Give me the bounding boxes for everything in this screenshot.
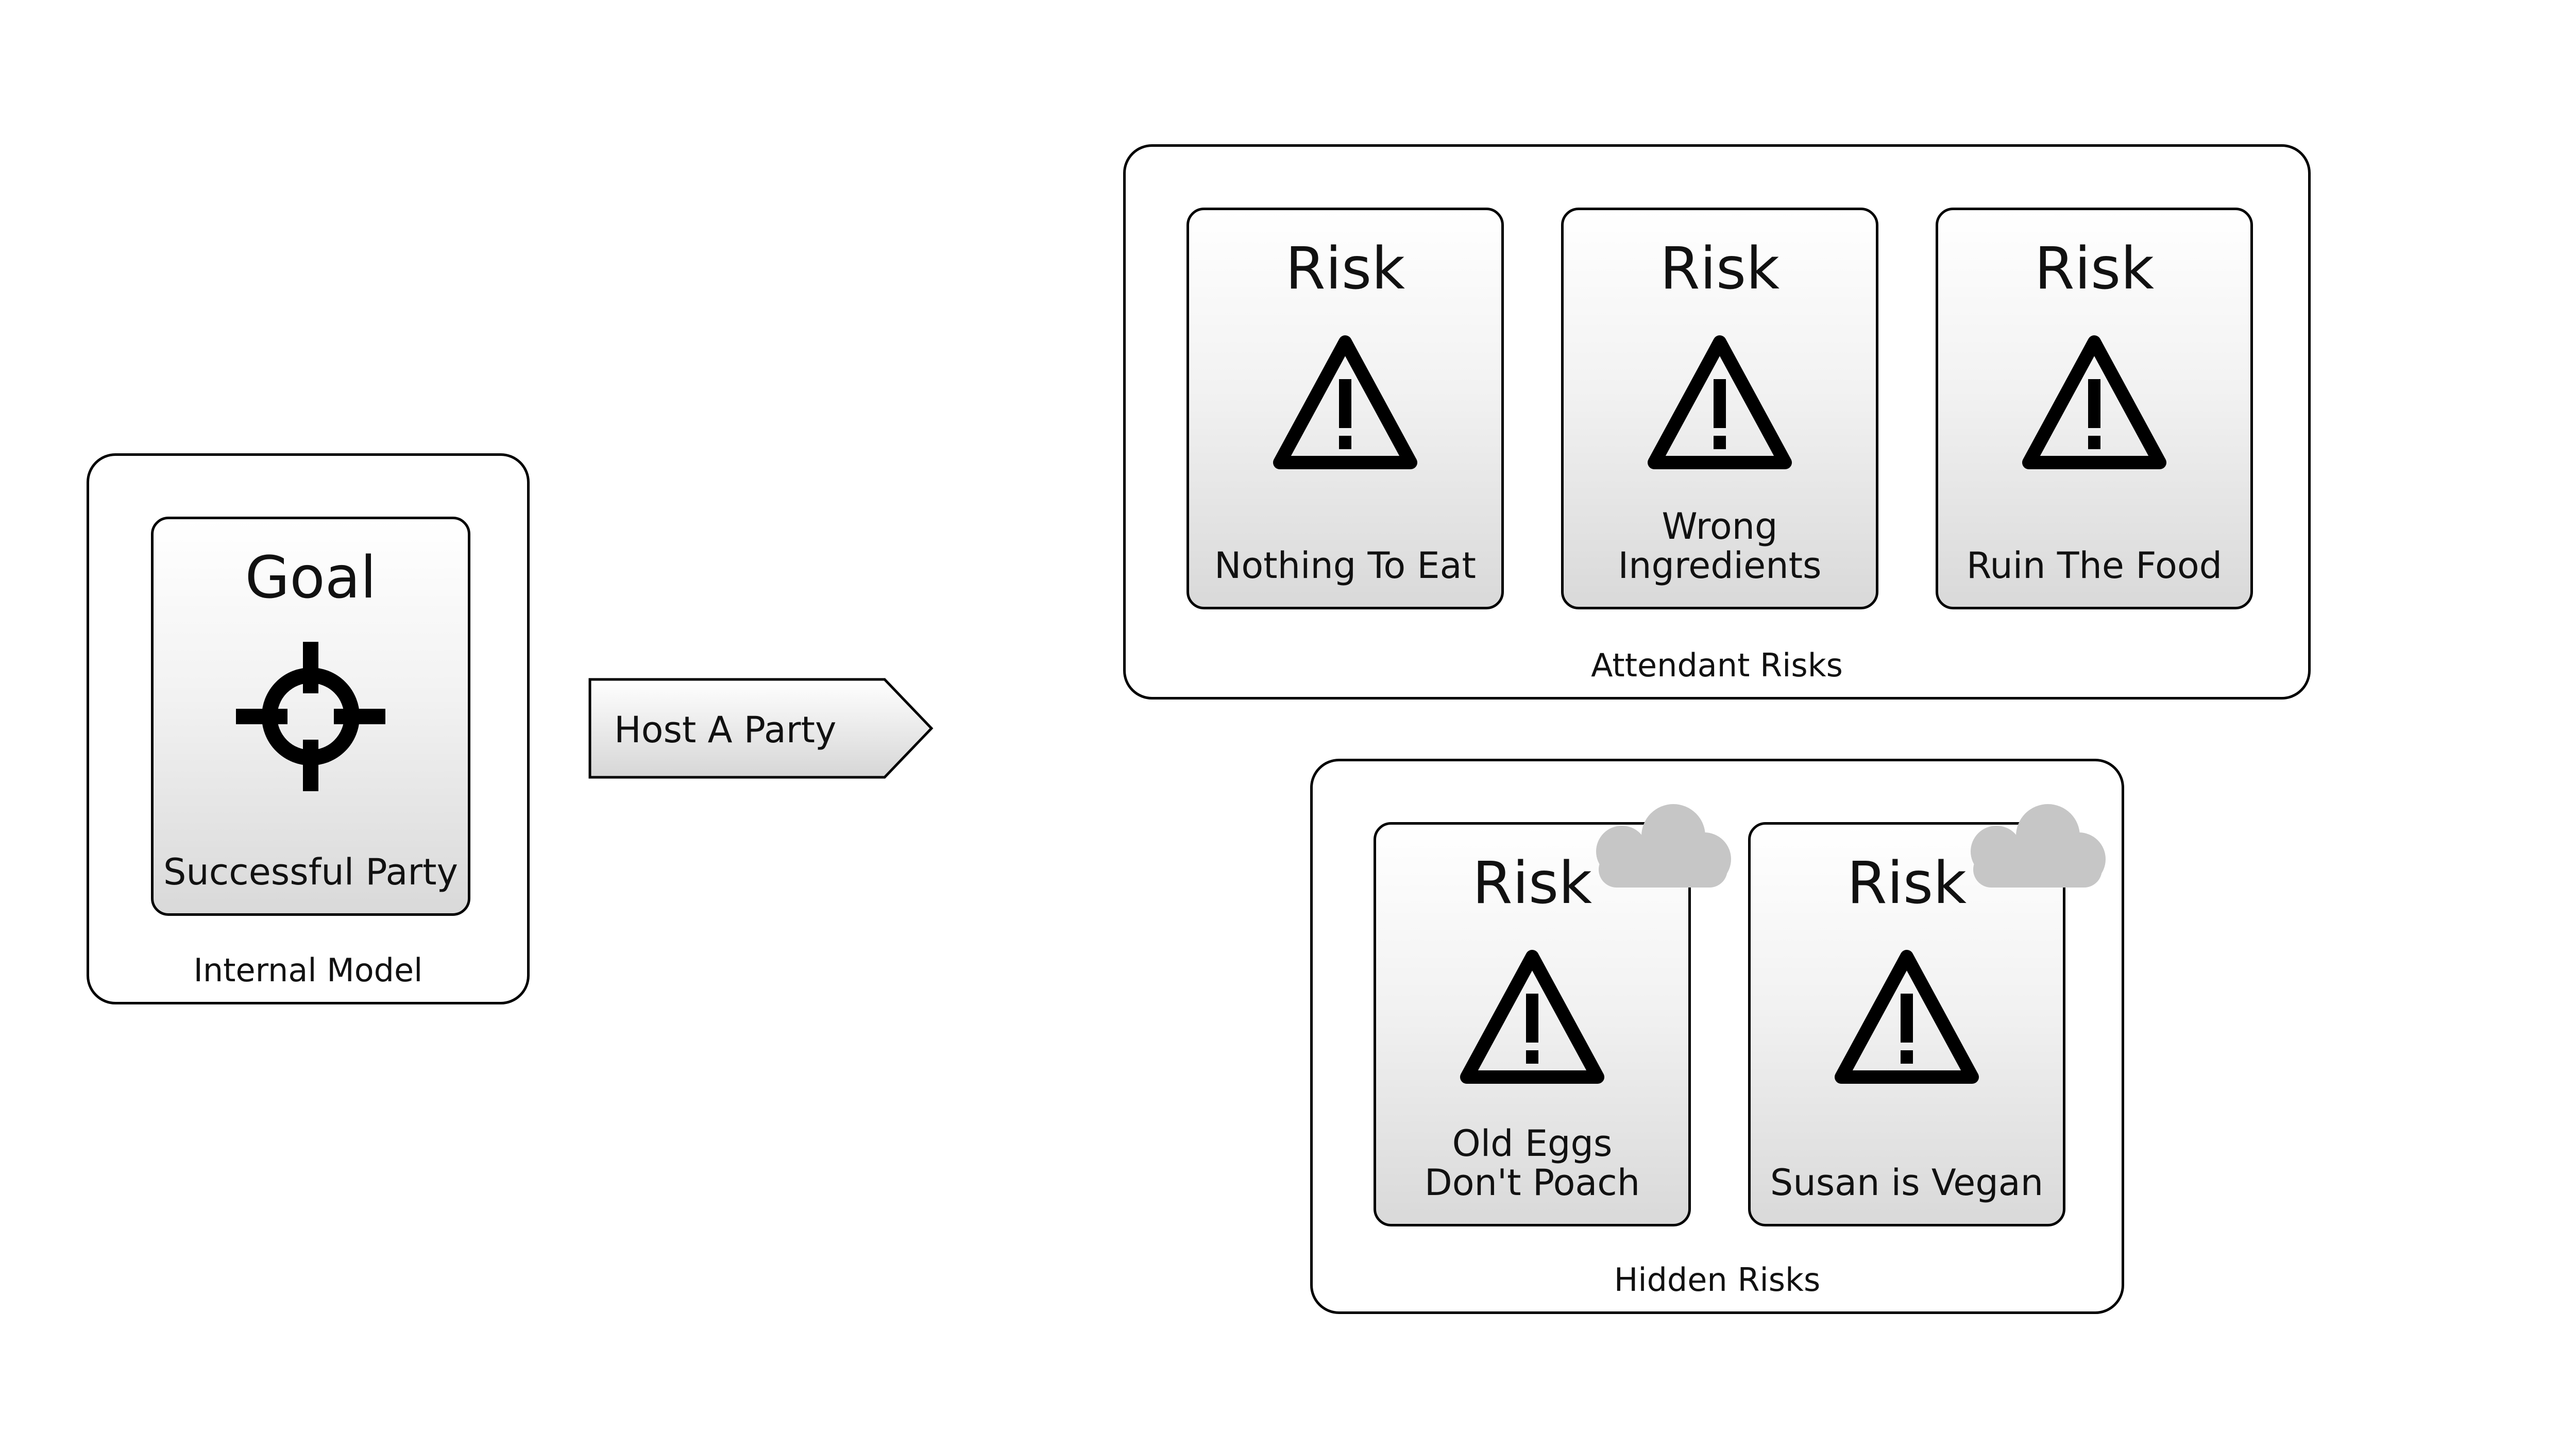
risk-card: Risk Ruin The Food (1936, 208, 2253, 609)
internal-model-container: Goal Successful Party Internal Model (87, 453, 530, 1004)
goal-card-title: Goal (245, 544, 377, 611)
risk-card-caption: Nothing To Eat (1214, 544, 1476, 587)
risk-card: Risk Nothing To Eat (1187, 208, 1504, 609)
risk-card-title: Risk (2034, 235, 2155, 302)
risk-card-title: Risk (1285, 235, 1405, 302)
risk-card-caption: Old Eggs Don't Poach (1424, 1122, 1640, 1204)
attendant-risks-label: Attendant Risks (1591, 646, 1843, 684)
warning-triangle-icon (2022, 335, 2166, 469)
risk-card: Risk Wrong Ingredients (1561, 208, 1878, 609)
action-label: Host A Party (614, 709, 837, 751)
cloud-icon (1596, 804, 1731, 888)
risk-card-caption: Wrong Ingredients (1618, 505, 1822, 587)
risk-card: Risk Old Eggs Don't Poach (1374, 822, 1691, 1226)
hidden-risks-container: Risk Old Eggs Don't Poach Risk Susan is … (1310, 759, 2124, 1314)
warning-triangle-icon (1648, 335, 1792, 469)
cloud-icon (1971, 804, 2106, 888)
attendant-risks-container: Risk Nothing To Eat Risk Wrong Ingredien… (1123, 144, 2311, 700)
goal-card-caption: Successful Party (163, 851, 459, 893)
warning-triangle-icon (1273, 335, 1417, 469)
risk-card-title: Risk (1846, 850, 1967, 917)
risk-card: Risk Susan is Vegan (1748, 822, 2065, 1226)
warning-triangle-icon (1835, 950, 1979, 1084)
action-arrow (588, 678, 934, 779)
risk-card-caption: Susan is Vegan (1770, 1162, 2044, 1204)
goal-card: Goal Successful Party (151, 517, 470, 916)
hidden-risks-label: Hidden Risks (1614, 1261, 1821, 1299)
warning-triangle-icon (1460, 950, 1604, 1084)
internal-model-label: Internal Model (193, 951, 423, 989)
risk-card-title: Risk (1659, 235, 1780, 302)
risk-card-caption: Ruin The Food (1966, 544, 2223, 587)
crosshair-target-icon (236, 642, 385, 791)
risk-card-title: Risk (1472, 850, 1592, 917)
